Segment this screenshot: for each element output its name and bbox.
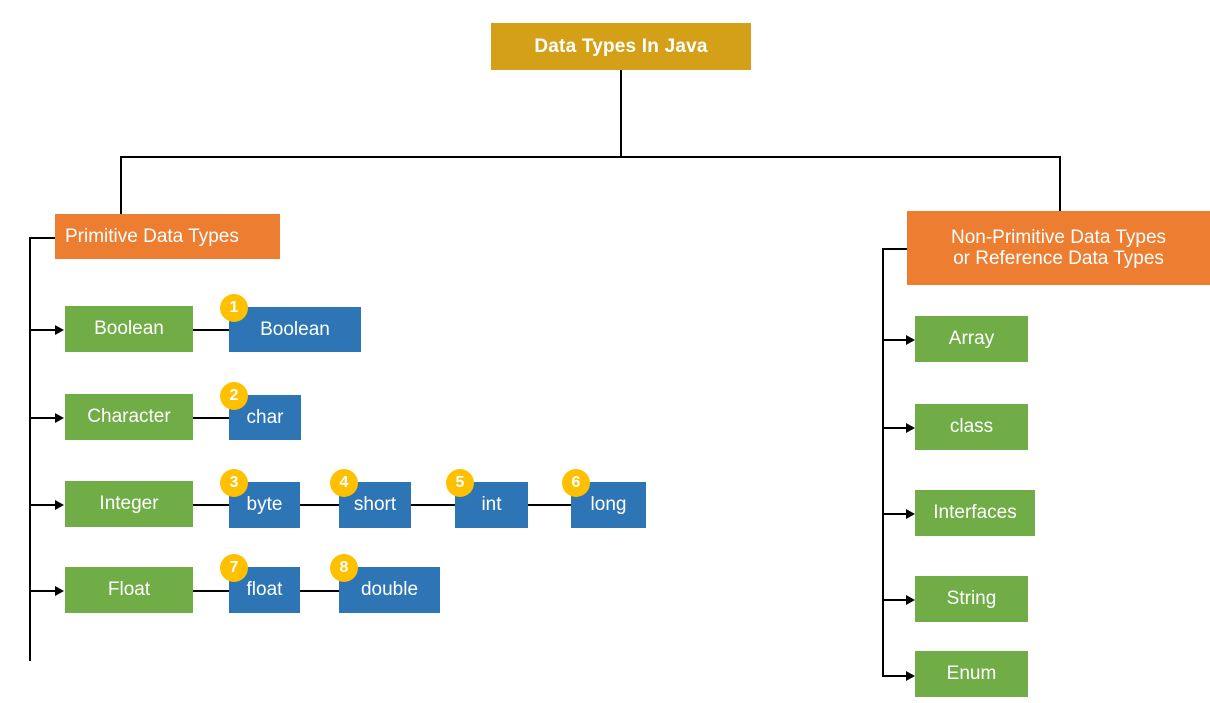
primitive-group-character[interactable]: Character: [65, 394, 193, 440]
connector-arm-character: [29, 417, 57, 419]
badge-number-4: 4: [330, 469, 358, 497]
connector-character-to-char: [193, 417, 233, 419]
branch-node-non-primitive-data-types[interactable]: Non-Primitive Data Types or Reference Da…: [907, 211, 1210, 285]
primitive-type-short[interactable]: short: [339, 482, 411, 528]
connector-float-to-float: [193, 590, 233, 592]
non-primitive-type-string[interactable]: String: [915, 576, 1028, 622]
badge-number-7: 7: [220, 554, 248, 582]
branch-non-primitive-line-1: Non-Primitive Data Types: [950, 226, 1167, 248]
badge-number-8: 8: [330, 554, 358, 582]
badge-number-2: 2: [220, 382, 248, 410]
primitive-group-boolean[interactable]: Boolean: [65, 306, 193, 352]
connector-arm-array: [882, 339, 910, 341]
connector-arm-string: [882, 599, 910, 601]
connector-arm-enum: [882, 675, 910, 677]
arrow-boolean: [55, 325, 64, 335]
connector-arm-class: [882, 427, 910, 429]
root-node-data-types-in-java[interactable]: Data Types In Java: [491, 23, 751, 70]
arrow-interfaces: [906, 509, 915, 519]
primitive-group-integer[interactable]: Integer: [65, 481, 193, 527]
badge-number-5: 5: [446, 469, 474, 497]
connector-drop-primitive: [120, 156, 122, 237]
arrow-float: [55, 586, 64, 596]
arrow-character: [55, 413, 64, 423]
primitive-type-boolean[interactable]: Boolean: [229, 307, 361, 352]
connector-non-primitive-spine-top: [882, 248, 910, 250]
arrow-integer: [55, 500, 64, 510]
non-primitive-type-array[interactable]: Array: [915, 316, 1028, 362]
badge-number-1: 1: [220, 294, 248, 322]
connector-float-to-double: [300, 590, 342, 592]
arrow-class: [906, 423, 915, 433]
connector-primitive-spine-top: [29, 237, 57, 239]
non-primitive-type-enum[interactable]: Enum: [915, 651, 1028, 697]
connector-root-stem: [620, 70, 622, 156]
connector-boolean-to-boolean: [193, 329, 233, 331]
connector-byte-to-short: [300, 504, 342, 506]
non-primitive-type-interfaces[interactable]: Interfaces: [915, 490, 1035, 536]
arrow-string: [906, 595, 915, 605]
connector-short-to-int: [411, 504, 457, 506]
primitive-type-double[interactable]: double: [339, 567, 440, 613]
primitive-type-long[interactable]: long: [571, 482, 646, 528]
branch-node-primitive-data-types[interactable]: Primitive Data Types: [55, 214, 280, 259]
connector-primitive-spine: [29, 237, 31, 661]
connector-drop-non-primitive: [1059, 156, 1061, 248]
arrow-array: [906, 335, 915, 345]
branch-non-primitive-line-2: or Reference Data Types: [953, 248, 1164, 269]
connector-integer-to-byte: [193, 504, 233, 506]
non-primitive-type-class[interactable]: class: [915, 404, 1028, 450]
badge-number-3: 3: [220, 469, 248, 497]
primitive-group-float[interactable]: Float: [65, 567, 193, 613]
connector-arm-interfaces: [882, 513, 910, 515]
arrow-enum: [906, 671, 915, 681]
connector-int-to-long: [528, 504, 574, 506]
connector-arm-float: [29, 590, 57, 592]
connector-top-bus: [120, 156, 1061, 158]
connector-non-primitive-spine: [882, 248, 884, 675]
connector-arm-integer: [29, 504, 57, 506]
connector-arm-boolean: [29, 329, 57, 331]
badge-number-6: 6: [562, 469, 590, 497]
